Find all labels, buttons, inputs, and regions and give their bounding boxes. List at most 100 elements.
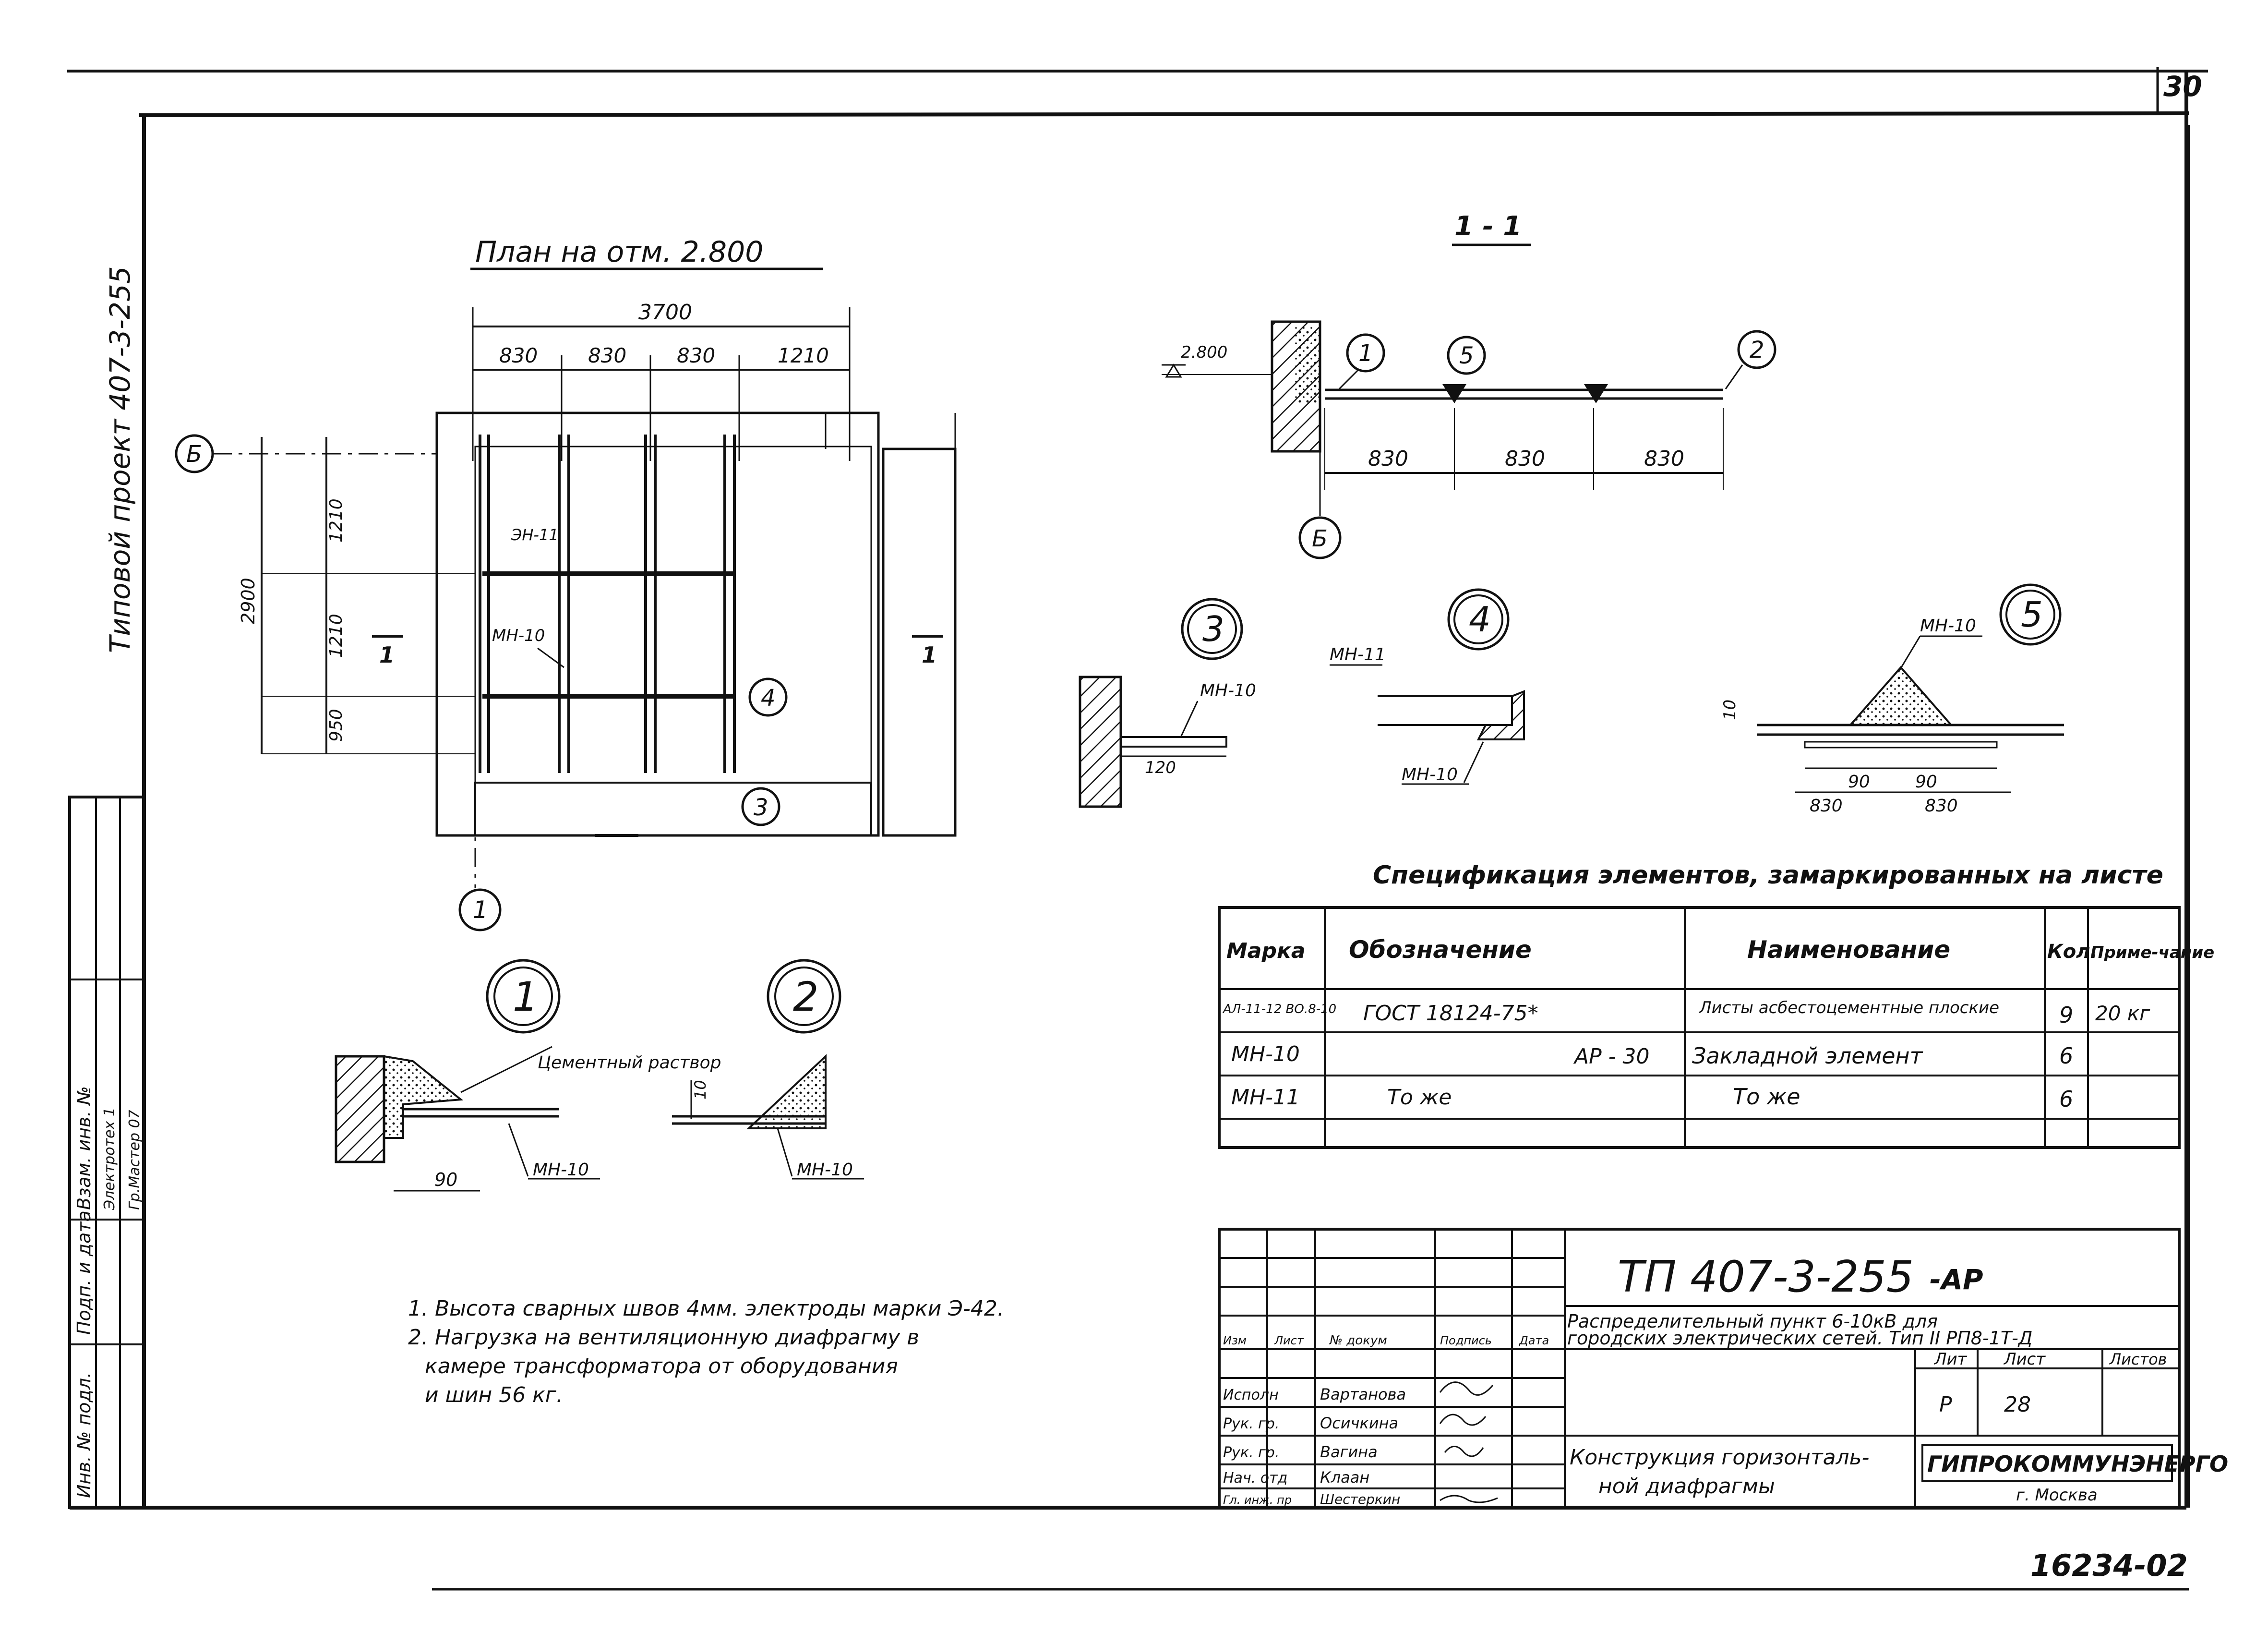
- tb-person-4: Клаан: [1320, 1468, 1369, 1487]
- title-block: ТП 407-3-255 -АР Распределительный пункт…: [1218, 1228, 2228, 1509]
- detail-1-mn: МН-10: [533, 1160, 589, 1180]
- tb-person-2: Осичкина: [1320, 1414, 1398, 1432]
- plan-label-mn10: МН-10: [492, 626, 545, 645]
- section-callout-1: 1: [1358, 340, 1373, 367]
- spec-h-designation: Обозначение: [1349, 936, 1532, 964]
- plan-span-4: 1210: [778, 344, 829, 367]
- detail-1: 1 Цементный раствор МН-10 90: [335, 959, 721, 1192]
- detail-5-dim-h: 10: [1720, 700, 1740, 720]
- spec-r2-qty: 6: [2059, 1043, 2073, 1069]
- side-stamp: Типовой проект 407-3-255 Инв. № подл. По…: [68, 266, 145, 1509]
- signature-2: [1439, 1414, 1487, 1426]
- section-view: 1 - 1 2.800 830 830 830 Б: [1162, 211, 1776, 559]
- spec-r1-qty: 9: [2059, 1002, 2073, 1028]
- spec-table: Спецификация элементов, замаркированных …: [1218, 861, 2214, 1149]
- spec-h-note: Приме-чание: [2090, 943, 2214, 962]
- detail-4-mn-bottom: МН-10: [1402, 765, 1458, 785]
- detail-2-mn: МН-10: [797, 1160, 853, 1180]
- detail-5-mn: МН-10: [1920, 616, 1976, 636]
- section-span-2: 830: [1505, 447, 1545, 471]
- tb-h-sign: Подпись: [1440, 1334, 1492, 1347]
- detail-5-dim-90a: 90: [1848, 772, 1870, 792]
- spec-r3-designation: То же: [1387, 1085, 1452, 1110]
- spec-h-mark: Марка: [1226, 939, 1306, 963]
- spec-r1-mark: АЛ-11-12 ВО.8-10: [1222, 1002, 1336, 1016]
- detail-3-dim: 120: [1145, 758, 1176, 777]
- tb-stage-h-2: Лист: [2003, 1350, 2046, 1369]
- section-span-3: 830: [1644, 447, 1684, 471]
- tb-code: ТП 407-3-255: [1618, 1252, 1914, 1302]
- note-1: 1. Высота сварных швов 4мм. электроды ма…: [408, 1296, 1004, 1321]
- plan-span-1: 830: [499, 344, 538, 367]
- side-title: Типовой проект 407-3-255: [104, 266, 136, 653]
- tb-stage-v-1: Р: [1939, 1392, 1952, 1417]
- section-span-1: 830: [1368, 447, 1408, 471]
- detail-4-mn-top: МН-11: [1330, 645, 1386, 665]
- plan-height-dim: 2900: [238, 578, 259, 624]
- side-note-1: Электротех 1: [101, 1107, 118, 1210]
- tb-person-5: Шестеркин: [1320, 1491, 1400, 1507]
- tb-stage-h-1: Лит: [1933, 1350, 1968, 1369]
- plan-callout-3: 3: [754, 794, 768, 821]
- side-col-3: Взам. инв. №: [73, 1086, 95, 1210]
- spec-title: Спецификация элементов, замаркированных …: [1373, 861, 2163, 890]
- tb-h-izm: Изм: [1223, 1334, 1247, 1347]
- plan-section-left: 1: [379, 642, 395, 668]
- spec-r2-mark: МН-10: [1231, 1042, 1300, 1066]
- plan-span-2: 830: [588, 344, 626, 367]
- tb-h-date: Дата: [1519, 1334, 1549, 1347]
- note-2-cont-1: камере трансформатора от оборудования: [425, 1354, 898, 1378]
- spec-h-name: Наименование: [1747, 936, 1950, 964]
- plan-vdim-3: 950: [326, 709, 346, 742]
- detail-3-mn: МН-10: [1200, 681, 1256, 701]
- tb-role-2: Рук. гр.: [1223, 1415, 1279, 1432]
- plan-section-right: 1: [922, 642, 937, 668]
- tb-org: ГИПРОКОММУНЭНЕРГО: [1927, 1451, 2228, 1477]
- tb-suffix: -АР: [1930, 1263, 1983, 1296]
- tb-role-3: Рук. гр.: [1223, 1444, 1279, 1461]
- plan-axis-1: 1: [473, 896, 488, 924]
- org-logo-box: [1921, 1444, 2173, 1482]
- tb-desc-1: Распределительный пункт 6-10кВ для: [1567, 1311, 1938, 1332]
- detail-1-mortar: Цементный раствор: [538, 1053, 721, 1073]
- signature-1: [1439, 1381, 1494, 1396]
- detail-5: 5 МН-10 10 90 90 830 830: [1720, 583, 2064, 816]
- side-col-2: Подп. и дата: [73, 1210, 95, 1335]
- signature-3: [1444, 1446, 1484, 1457]
- detail-2-num: 2: [793, 973, 818, 1020]
- section-axis-b: Б: [1312, 525, 1328, 552]
- tb-person-1: Вартанова: [1320, 1385, 1406, 1403]
- spec-r3-name: То же: [1733, 1084, 1800, 1110]
- section-callout-2: 2: [1750, 337, 1764, 363]
- side-col-1: Инв. № подл.: [73, 1372, 95, 1498]
- tb-role-1: Исполн: [1223, 1387, 1279, 1403]
- plan-vdim-1: 1210: [326, 498, 346, 543]
- plan-title: План на отм. 2.800: [475, 235, 763, 269]
- detail-5-dim-90b: 90: [1915, 772, 1937, 792]
- note-2: 2. Нагрузка на вентиляционную диафрагму …: [408, 1325, 919, 1350]
- detail-2: 2 10 МН-10: [672, 959, 864, 1180]
- detail-3: 3 МН-10 120: [1079, 598, 1256, 808]
- tb-stage-v-2: 28: [2004, 1392, 2031, 1417]
- spec-h-qty: Кол.: [2047, 941, 2098, 963]
- note-2-cont-2: и шин 56 кг.: [425, 1383, 563, 1407]
- bottom-number: 16234-02: [2030, 1548, 2188, 1583]
- detail-3-num: 3: [1202, 609, 1224, 649]
- plan-vdim-2: 1210: [326, 614, 346, 658]
- tb-stage-h-3: Листов: [2109, 1350, 2167, 1368]
- tb-role-4: Нач. отд: [1223, 1470, 1287, 1487]
- plan-view: План на отм. 2.800 3700 830 830 830 1210: [175, 235, 957, 931]
- spec-r1-designation: ГОСТ 18124-75*: [1363, 1001, 1538, 1026]
- tb-person-3: Вагина: [1320, 1443, 1378, 1461]
- detail-2-dim: 10: [691, 1080, 709, 1100]
- tb-desc-2: городских электрических сетей. Тип II РП…: [1567, 1328, 2032, 1349]
- spec-r3-mark: МН-11: [1231, 1085, 1300, 1110]
- sheet-number: 30: [2163, 70, 2202, 103]
- section-elevation: 2.800: [1181, 343, 1227, 362]
- tb-city: г. Москва: [2016, 1486, 2098, 1505]
- signature-5: [1440, 1495, 1498, 1503]
- tb-h-list: Лист: [1274, 1334, 1304, 1347]
- tb-drawing-name-2: ной диафрагмы: [1598, 1474, 1775, 1499]
- sheet-frame: [67, 67, 2208, 1591]
